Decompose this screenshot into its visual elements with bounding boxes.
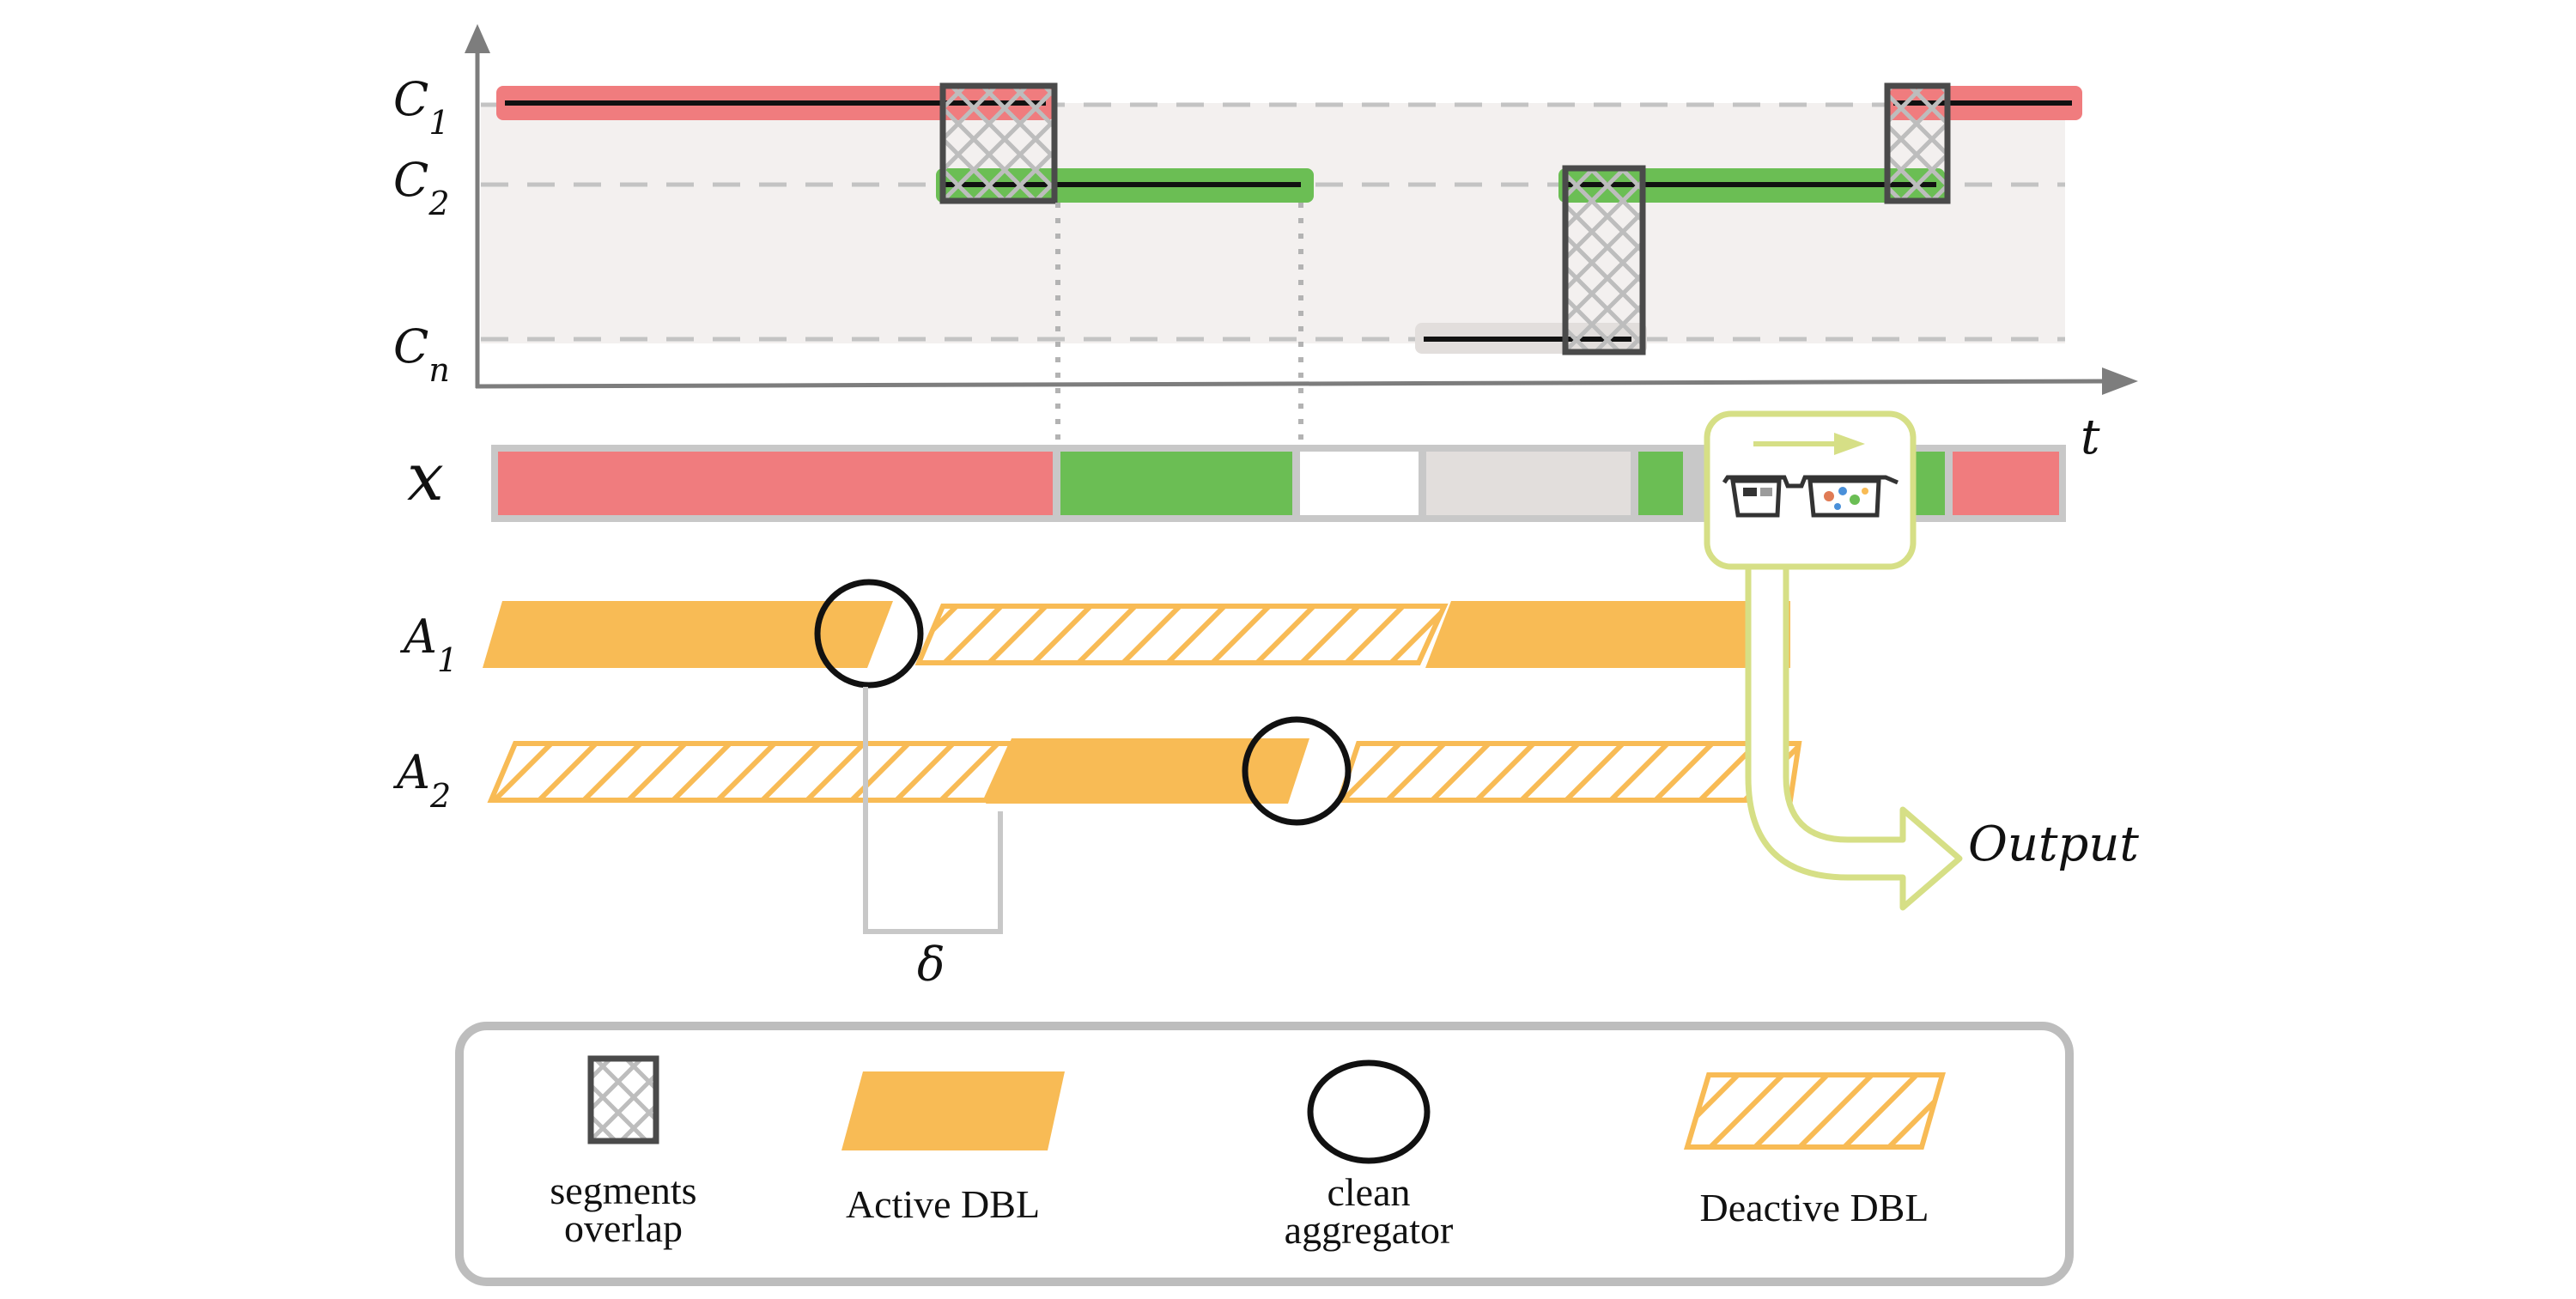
legend-item-clean: clean aggregator (1285, 1059, 1454, 1252)
delta-bracket: δ (863, 687, 1003, 992)
output-arrow (1745, 563, 1963, 911)
time-axis-label: t (2081, 410, 2100, 465)
output-label: Output (1968, 816, 2139, 872)
sequence-label: x (407, 439, 444, 515)
overlap-box-3 (1884, 82, 1951, 204)
sequence-segment-green-2 (1638, 452, 1683, 515)
legend-overlap-swatch (587, 1055, 659, 1144)
a2-active-dbl (986, 738, 1309, 804)
row-label-c2: C2 (393, 153, 450, 222)
legend-active-swatch (841, 1071, 1065, 1150)
a2-deactive-dbl-1 (487, 741, 1016, 803)
delta-bracket-line (863, 687, 1003, 934)
legend-item-deactive: Deactive DBL (1683, 1072, 1946, 1229)
sequence-segment-white (1300, 452, 1419, 515)
aggregator-label-a2: A2 (392, 745, 451, 815)
a1-active-dbl-1 (483, 601, 893, 668)
smart-glasses-icon (1722, 475, 1899, 518)
timeline-plot: C1 C2 Cn t (393, 24, 2138, 465)
delta-label: δ (917, 938, 945, 992)
legend-item-active: Active DBL (841, 1071, 1065, 1226)
legend-clean-line2: aggregator (1285, 1208, 1454, 1252)
sequence-segment-green (1060, 452, 1292, 515)
row-label-c1: C1 (393, 72, 450, 142)
a2-clean-aggregator (1242, 716, 1352, 826)
aggregator-row-a2: A2 (392, 716, 1802, 826)
aggregator-label-a1: A1 (399, 610, 458, 679)
sequence-segment-red (498, 452, 1053, 515)
legend-clean-line1: clean (1327, 1170, 1410, 1214)
overlap-box-1 (939, 82, 1058, 204)
overlap-box-2 (1562, 165, 1646, 355)
output-direction-arrowhead (1834, 433, 1865, 455)
sequence-segment-red-2 (1953, 452, 2059, 515)
legend-active-label: Active DBL (846, 1182, 1040, 1226)
legend-overlap-line2: overlap (564, 1206, 683, 1250)
legend-clean-swatch (1307, 1059, 1431, 1164)
sequence-segment-gray (1426, 452, 1631, 515)
a1-clean-aggregator (814, 579, 924, 689)
legend: segments overlap Active DBL clean aggreg… (455, 1022, 2074, 1286)
time-axis-arrowhead (2102, 367, 2138, 395)
output-path: Output (1704, 410, 2139, 911)
plot-background (481, 103, 2065, 343)
time-axis (475, 379, 2109, 389)
legend-frame (455, 1022, 2074, 1286)
legend-deactive-swatch (1683, 1072, 1946, 1150)
a2-deactive-dbl-2 (1335, 741, 1802, 803)
legend-deactive-label: Deactive DBL (1700, 1186, 1929, 1229)
row-label-cn: Cn (393, 319, 450, 389)
aggregator-row-a1: A1 (399, 579, 1790, 689)
legend-overlap-line1: segments (550, 1168, 696, 1212)
y-axis-arrowhead (465, 24, 490, 53)
a1-deactive-dbl (914, 604, 1449, 665)
a1-active-dbl-2 (1425, 601, 1790, 668)
legend-item-overlap: segments overlap (550, 1055, 697, 1250)
